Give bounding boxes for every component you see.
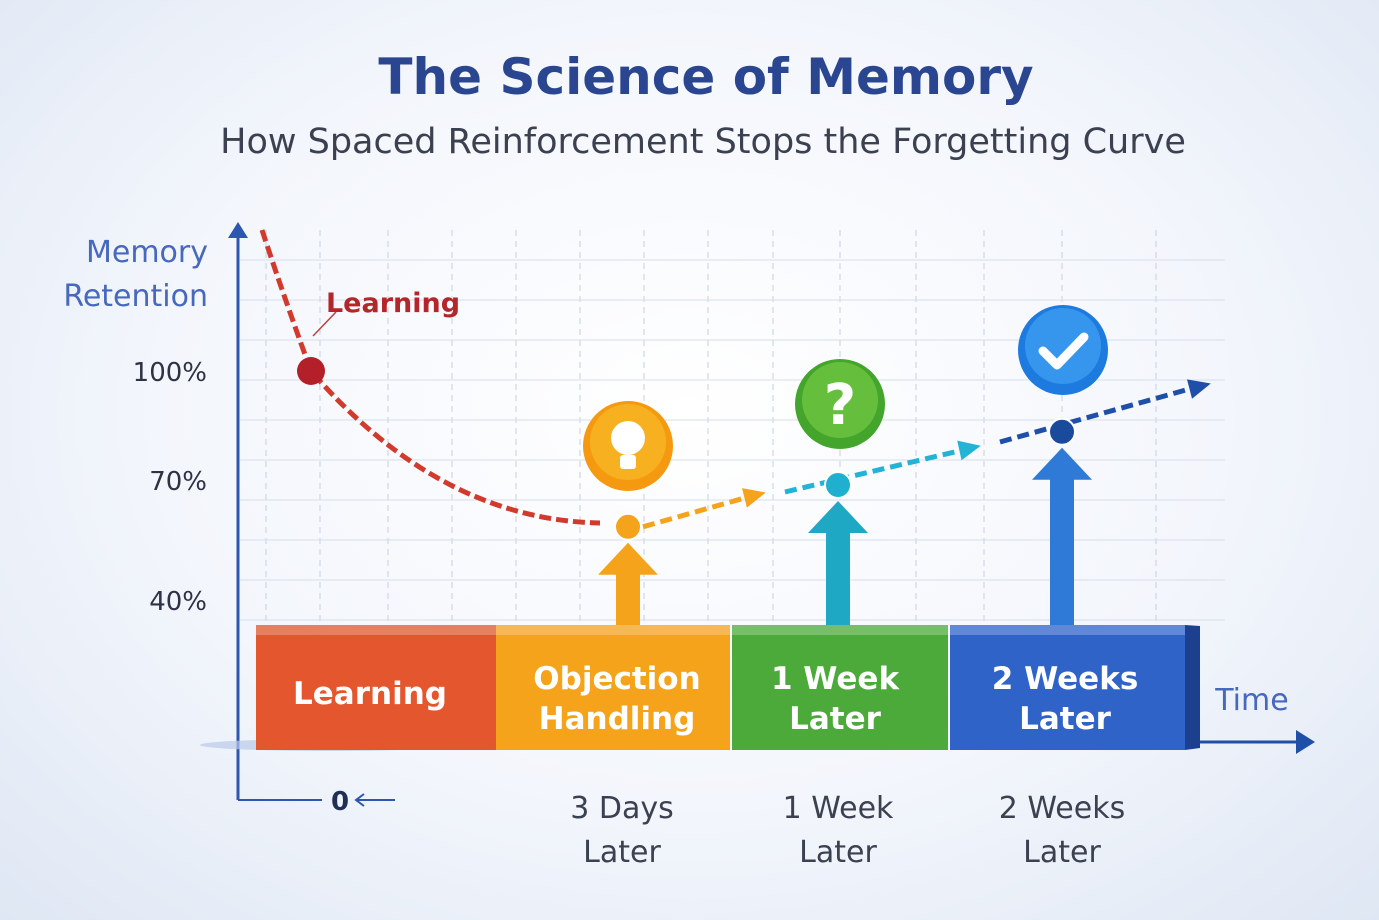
page-title: The Science of Memory	[378, 48, 1033, 106]
stage-bar-label: Handling	[539, 701, 696, 737]
stage-bar-label: 1 Week	[771, 661, 901, 697]
y-tick-100: 100%	[133, 358, 207, 388]
reinforcement-arrow-shaft	[616, 570, 640, 625]
time-arrow-icon	[1296, 730, 1315, 754]
stage-bar	[950, 635, 1185, 750]
bulb-glass	[611, 421, 645, 455]
bar-top-face	[732, 625, 948, 637]
time-label: 2 Weeks	[999, 791, 1125, 826]
reinforcement-trend-line	[999, 385, 1194, 445]
reinforcement-trend-line	[642, 494, 749, 530]
time-label: 1 Week	[783, 791, 894, 826]
bulb-base	[620, 455, 636, 469]
y-axis-title-line2: Retention	[63, 279, 208, 314]
y-tick-40: 40%	[149, 587, 207, 617]
reinforcement-arrow-shaft	[1050, 475, 1074, 625]
question-glyph: ?	[824, 373, 856, 438]
bar-top-face	[256, 625, 496, 637]
reinforcement-arrow-head-icon	[598, 542, 658, 575]
y-tick-70: 70%	[149, 467, 207, 497]
stage-bar	[732, 635, 948, 750]
time-label: Later	[583, 835, 661, 870]
stage-bar-label: Objection	[533, 661, 700, 697]
question-icon: ?	[795, 359, 885, 449]
x-axis-title: Time	[1214, 683, 1288, 718]
checkmark-icon	[1018, 305, 1108, 395]
time-label: Later	[799, 835, 877, 870]
trend-arrow-head-icon	[957, 440, 981, 461]
bar-top-face	[496, 625, 730, 637]
trend-arrow-head-icon	[742, 488, 766, 508]
curve-label-leader	[312, 311, 337, 337]
y-axis-arrow-icon	[228, 222, 248, 238]
reinforcement-trend-line	[784, 447, 964, 495]
reinforcement-arrow-head-icon	[1032, 447, 1092, 480]
y-axis-title-line1: Memory	[86, 235, 208, 270]
reinforcement-arrow-shaft	[826, 529, 850, 625]
stage-bar	[496, 635, 730, 750]
retention-point	[614, 512, 642, 541]
page-subtitle: How Spaced Reinforcement Stops the Forge…	[220, 122, 1186, 162]
bar-top-face	[950, 625, 1185, 637]
stage-bar-label: 2 Weeks	[992, 661, 1139, 697]
curve-label: Learning	[326, 288, 460, 319]
forgetting-curve	[259, 229, 601, 526]
check-glyph	[1038, 332, 1089, 370]
time-label: 3 Days	[570, 791, 674, 826]
trend-arrow-head-icon	[1187, 379, 1211, 399]
lightbulb-icon	[583, 401, 673, 491]
stage-bar	[256, 635, 496, 750]
icon-badge-highlight	[1025, 308, 1101, 384]
retention-point	[297, 357, 325, 385]
retention-point	[824, 471, 852, 499]
time-label: Later	[1023, 835, 1101, 870]
stage-bar-label: Learning	[293, 676, 447, 712]
stage-bar-label: Later	[789, 701, 882, 737]
icon-badge-highlight	[802, 362, 878, 438]
stage-bar-label: Later	[1019, 701, 1112, 737]
bar-side-face	[1185, 625, 1200, 750]
origin-label: 0	[331, 787, 349, 817]
retention-point	[1048, 417, 1076, 446]
origin-arrow-icon	[354, 793, 395, 807]
reinforcement-arrow-head-icon	[808, 501, 868, 533]
